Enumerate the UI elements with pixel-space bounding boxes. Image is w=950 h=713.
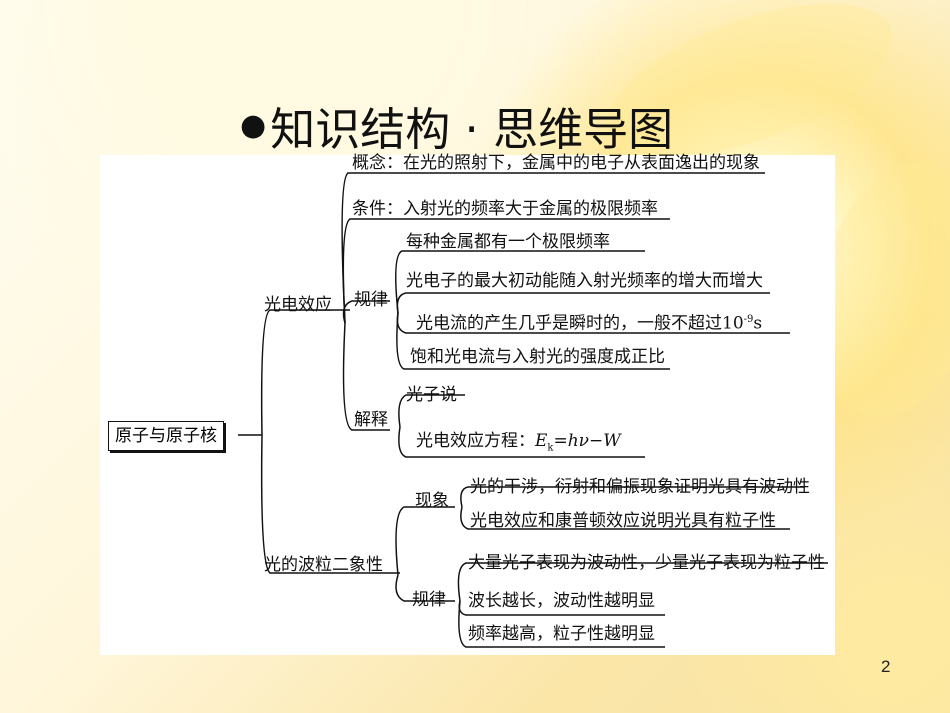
connector	[396, 292, 770, 314]
connector	[342, 218, 670, 324]
connector	[460, 506, 790, 530]
slide-title: ●知识结构 · 思维导图	[240, 96, 673, 156]
photoelectric-law-3-exponent: -9	[743, 314, 754, 325]
bullet-icon: ●	[240, 108, 267, 143]
slide-title-text: 知识结构 · 思维导图	[270, 103, 674, 156]
connector	[460, 486, 805, 508]
photoelectric-condition: 条件：入射光的频率大于金属的极限频率	[352, 199, 658, 219]
photoelectric-law-3-text: 光电流的产生几乎是瞬时的，一般不超过10	[416, 313, 744, 334]
duality-phenomenon-1: 光的干涉，衍射和偏振现象证明光具有波动性	[470, 477, 810, 497]
photoelectric-law-1: 每种金属都有一个极限频率	[406, 232, 610, 252]
root-node: 原子与原子核	[108, 421, 224, 451]
duality-law-2: 波长越长，波动性越明显	[468, 591, 655, 611]
branch-photoelectric: 光电效应	[264, 295, 332, 315]
branch-duality: 光的波粒二象性	[264, 555, 383, 575]
mind-map-connectors	[238, 172, 828, 648]
connector	[457, 562, 828, 602]
connector	[398, 426, 645, 458]
duality-law-3: 频率越高，粒子性越明显	[468, 624, 655, 644]
connector	[260, 434, 400, 574]
photoelectric-concept: 概念：在光的照射下，金属中的电子从表面逸出的现象	[352, 153, 760, 173]
connector	[395, 506, 455, 576]
mind-map: 原子与原子核 光电效应 概念：在光的照射下，金属中的电子从表面逸出的现象 条件：…	[100, 153, 835, 655]
connector	[260, 309, 350, 436]
page-number: 2	[881, 657, 891, 676]
photoelectric-explain-2: 光电效应方程：Ek=hν−W	[416, 429, 621, 460]
connector	[395, 250, 645, 314]
duality-phenomena-label: 现象	[415, 491, 449, 511]
connector	[458, 600, 665, 648]
duality-law-1: 大量光子表现为波动性，少量光子表现为粒子性	[468, 553, 825, 573]
connector	[398, 394, 465, 428]
connector	[395, 574, 455, 602]
photoelectric-explain-label: 解释	[354, 410, 388, 430]
duality-phenomenon-2: 光电效应和康普顿效应说明光具有粒子性	[470, 511, 776, 531]
photoelectric-law-2: 光电子的最大初动能随入射光频率的增大而增大	[406, 271, 763, 291]
connector	[396, 312, 670, 370]
duality-law-label: 规律	[412, 590, 446, 610]
photoelectric-explain-2-text: 光电效应方程：	[416, 431, 535, 451]
photoelectric-law-4: 饱和光电流与入射光的强度成正比	[410, 347, 665, 367]
photoelectric-law-3: 光电流的产生几乎是瞬时的，一般不超过10-9s	[416, 308, 762, 336]
equation-rhs: =hν−W	[553, 431, 621, 451]
photoelectric-law-label: 规律	[354, 290, 388, 310]
equation-lhs-sub: k	[547, 442, 554, 454]
photoelectric-law-3-unit: s	[753, 313, 763, 334]
connector	[342, 300, 390, 324]
connector	[342, 322, 390, 431]
equation-lhs: E	[535, 431, 548, 451]
photoelectric-explain-1: 光子说	[406, 385, 457, 405]
